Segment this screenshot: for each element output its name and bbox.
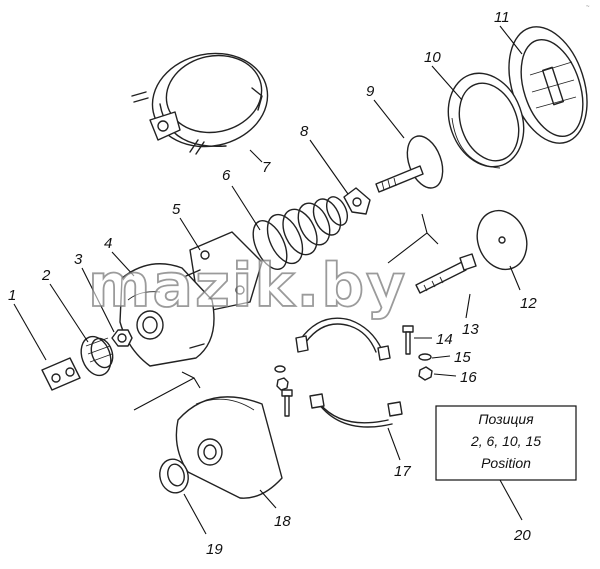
label-13: 13 — [462, 321, 479, 338]
label-12: 12 — [520, 295, 537, 312]
part-11-cover — [508, 26, 588, 144]
callout-box — [435, 405, 577, 481]
part-15-washer — [418, 353, 432, 361]
label-8: 8 — [300, 123, 309, 140]
label-10: 10 — [424, 49, 441, 66]
part-14-screw — [402, 325, 414, 355]
watermark: mazik.by — [88, 251, 407, 321]
leader-lines — [13, 25, 523, 535]
part-6-spring — [252, 196, 349, 270]
callout-line-3: Position — [481, 455, 531, 471]
part-8-plate — [343, 187, 371, 215]
part-1-clevis — [41, 357, 81, 391]
label-16: 16 — [460, 369, 477, 386]
label-6: 6 — [222, 167, 231, 184]
label-3: 3 — [74, 251, 83, 268]
callout-line-2: 2, 6, 10, 15 — [470, 433, 541, 449]
label-15: 15 — [454, 349, 471, 366]
part-16-nut — [418, 366, 433, 381]
part-10-diaphragm — [447, 72, 525, 169]
corner-mark: ~ — [586, 4, 590, 10]
callout-line-1: Позиция — [478, 411, 534, 427]
label-4: 4 — [104, 235, 112, 252]
label-19: 19 — [206, 541, 223, 558]
label-7: 7 — [262, 159, 271, 176]
label-14: 14 — [436, 331, 453, 348]
part-2-coupling — [80, 335, 114, 377]
label-17: 17 — [394, 463, 411, 480]
label-20: 20 — [513, 527, 531, 544]
label-2: 2 — [41, 267, 51, 284]
part-17-clamp — [274, 317, 403, 428]
label-18: 18 — [274, 513, 291, 530]
part-12-disc — [476, 209, 528, 271]
label-5: 5 — [172, 201, 181, 218]
bracket-lower — [133, 371, 201, 411]
part-19-seal — [159, 458, 189, 494]
part-3-nut — [111, 329, 133, 347]
part-7-booster — [131, 52, 269, 155]
label-11: 11 — [494, 9, 510, 26]
label-1: 1 — [8, 287, 16, 304]
part-4-housing — [119, 263, 215, 367]
part-9-piston-rod — [375, 135, 444, 193]
part-18-rear-cover — [175, 396, 283, 499]
bracket-upper — [387, 213, 439, 264]
label-9: 9 — [366, 83, 375, 100]
part-13-bolt — [415, 253, 477, 294]
